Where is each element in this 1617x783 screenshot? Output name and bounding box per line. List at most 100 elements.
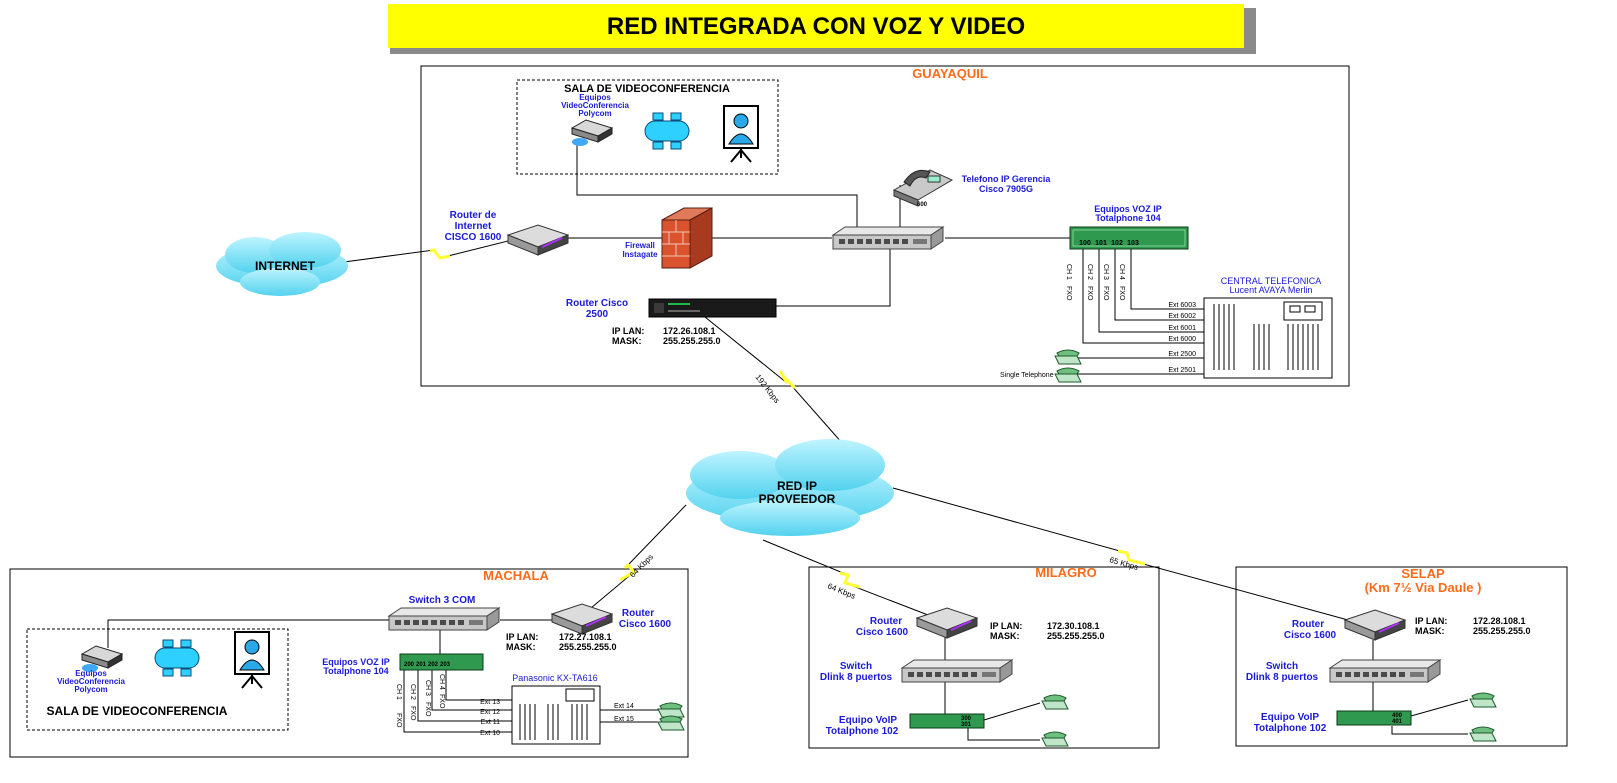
guayaquil-channel-fxo: FXO	[1065, 286, 1072, 301]
selap-lan-lines	[1372, 640, 1469, 735]
internet-label: INTERNET	[255, 259, 316, 273]
machala-voip-label-1: Equipos VOZ IP	[322, 657, 390, 667]
milagro-telephone-icon	[1041, 694, 1069, 710]
milagro-voip-label-2: Totalphone 102	[826, 726, 899, 737]
selap-site-label-1: SELAP	[1401, 566, 1445, 581]
wan-links	[343, 237, 1349, 621]
machala-ext-label: Ext 10	[480, 730, 500, 737]
pbx-ext-label: Ext 6003	[1168, 302, 1196, 309]
selap-router-icon	[1344, 609, 1406, 641]
guayaquil-voip-port: 100	[1079, 240, 1091, 247]
machala-ext-label: Ext 11	[481, 719, 500, 726]
ip-phone-label-2: Cisco 7905G	[979, 184, 1033, 194]
guayaquil-mask-value: 255.255.255.0	[663, 336, 721, 346]
firewall-label-2: Instagate	[622, 250, 658, 259]
milagro-voip-label-1: Equipo VoIP	[839, 715, 897, 726]
provider-cloud: RED IP PROVEEDOR	[686, 439, 894, 536]
machala-voip-port: 202	[428, 662, 439, 668]
guayaquil-sala-box	[516, 79, 779, 175]
milagro-voip-port: 301	[961, 722, 972, 728]
guayaquil-channel-label: CH 4	[1118, 264, 1125, 280]
guayaquil-sala-title: SALA DE VIDEOCONFERENCIA	[564, 83, 730, 95]
guayaquil-router-inet-label-2: Internet	[455, 221, 492, 232]
machala-switch-label: Switch 3 COM	[409, 595, 476, 606]
selap-switch-label-2: Dlink 8 puertos	[1246, 672, 1319, 683]
milagro-router-icon	[916, 607, 978, 639]
machala-ext-label: Ext 15	[614, 716, 634, 723]
guayaquil-videoconference-icon	[571, 119, 613, 147]
machala-vc-label-2: VideoConferencia	[57, 677, 125, 686]
selap-ip-label: IP LAN:	[1415, 616, 1447, 626]
milagro-switch-icon	[901, 659, 1013, 683]
machala-voip-label-2: Totalphone 104	[323, 666, 388, 676]
single-telephone-icon	[1054, 367, 1082, 383]
machala-router-icon	[551, 603, 613, 635]
selap-switch-label-1: Switch	[1266, 661, 1298, 672]
machala-router-label-2: Cisco 1600	[619, 619, 672, 630]
machala-channel-label: CH 3	[424, 680, 431, 696]
machala-ext-label: Ext 14	[614, 703, 634, 710]
guayaquil-internet-router-icon	[507, 224, 569, 256]
guayaquil-channel-fxo: FXO	[1118, 286, 1125, 301]
machala-ip-value: 172.27.108.1	[559, 632, 612, 642]
milagro-switch-label-2: Dlink 8 puertos	[820, 672, 893, 683]
router2500-icon	[648, 298, 777, 318]
guayaquil-vc-label-2: VideoConferencia	[561, 101, 629, 110]
machala-voip-port: 200	[404, 662, 415, 668]
selap-site-label-2: (Km 7½ Via Daule )	[1365, 580, 1482, 595]
guayaquil-lan-lines	[560, 140, 1204, 375]
guayaquil-router-inet-label-3: CISCO 1600	[445, 232, 502, 243]
milagro-mask-label: MASK:	[990, 631, 1020, 641]
internet-cloud: INTERNET	[216, 232, 348, 296]
milagro-router-label-1: Router	[870, 616, 902, 627]
selap-telephone-icon	[1469, 692, 1497, 708]
pbx-label-2: Lucent AVAYA Merlin	[1230, 285, 1313, 295]
milagro-router-label-2: Cisco 1600	[856, 627, 909, 638]
milagro-lan-lines	[944, 636, 1041, 741]
pbx-central-icon	[1203, 297, 1333, 379]
machala-mask-value: 255.255.255.0	[559, 642, 617, 652]
guayaquil-voip-port: 103	[1127, 240, 1139, 247]
machala-channel-fxo: FXO	[395, 713, 402, 728]
machala-ext-label: Ext 12	[480, 709, 500, 716]
pbx-label-1: CENTRAL TELEFONICA	[1221, 276, 1322, 286]
machala-channel-label: CH 2	[409, 684, 416, 700]
machala-sala-box	[26, 628, 289, 731]
guayaquil-site-box	[420, 65, 1350, 387]
milagro-switch-label-1: Switch	[840, 661, 872, 672]
ip-phone-label-1: Telefono IP Gerencia	[962, 174, 1052, 184]
selap-voip-device	[1336, 710, 1412, 726]
selap-site-box	[1235, 566, 1568, 747]
selap-switch-icon	[1329, 659, 1441, 683]
guayaquil-site-label: GUAYAQUIL	[912, 66, 988, 81]
pbx-ext-label: Ext 2501	[1168, 367, 1196, 374]
selap-mask-value: 255.255.255.0	[1473, 626, 1531, 636]
selap-voip-label-1: Equipo VoIP	[1261, 712, 1319, 723]
machala-voip-device	[399, 653, 484, 671]
machala-site-box	[9, 568, 689, 758]
guayaquil-channel-label: CH 3	[1102, 264, 1109, 280]
machala-pbx-icon	[511, 685, 601, 745]
machala-voip-port: 203	[440, 662, 451, 668]
machala-vc-label-3: Polycom	[74, 685, 107, 694]
machala-lan-lines	[107, 619, 660, 733]
machala-projection-screen-icon	[234, 631, 270, 689]
machala-site-label: MACHALA	[483, 568, 549, 583]
selap-voip-port: 400	[1392, 713, 1403, 719]
single-telephone-label: Single Telephone	[1000, 372, 1054, 379]
guayaquil-mask-label: MASK:	[612, 336, 642, 346]
guayaquil-router-inet-label-1: Router de	[450, 210, 497, 221]
machala-ext-label: Ext 13	[480, 699, 500, 706]
machala-mask-label: MASK:	[506, 642, 536, 652]
pbx-ext-label: Ext 2500	[1168, 351, 1196, 358]
milagro-site-box	[808, 566, 1160, 749]
guayaquil-vc-label-1: Equipos	[579, 93, 611, 102]
guayaquil-channel-fxo: FXO	[1102, 286, 1109, 301]
selap-link-speed: 65 Kbps	[1108, 555, 1139, 572]
pbx-ext-label: Ext 6000	[1168, 336, 1196, 343]
guayaquil-voip-label-1: Equipos VOZ IP	[1094, 204, 1162, 214]
machala-telephone-icon	[657, 702, 685, 718]
guayaquil-projection-screen-icon	[723, 105, 759, 163]
milagro-voip-port: 300	[961, 716, 972, 722]
